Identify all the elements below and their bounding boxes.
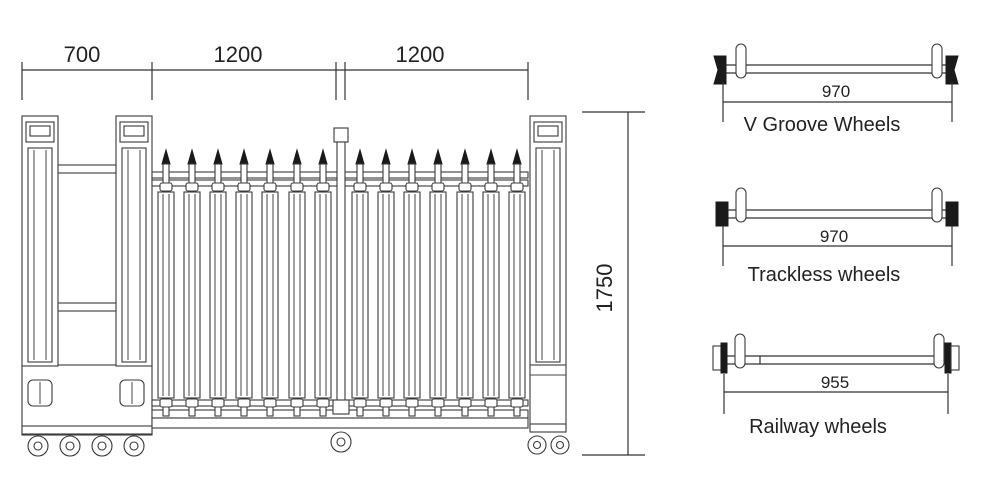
gate-picket <box>183 148 201 417</box>
gate-picket <box>235 148 253 417</box>
gate-picket <box>429 148 447 417</box>
gate-picket <box>351 148 369 417</box>
v-groove-width: 970 <box>822 82 850 101</box>
railway-wheels-diagram <box>712 333 960 414</box>
gate-picket <box>456 148 474 417</box>
dim-height: 1750 <box>592 264 617 313</box>
gate-picket <box>508 148 526 417</box>
dim-mid-width: 1200 <box>214 42 263 67</box>
left-frame-wheels <box>27 435 145 457</box>
gate-picket <box>288 148 306 417</box>
height-dimension-line <box>582 111 645 456</box>
dim-right-width: 1200 <box>396 42 445 67</box>
right-end-post <box>527 115 570 455</box>
gate-picket <box>157 148 175 417</box>
gate-pickets <box>157 148 526 417</box>
gate-picket <box>403 148 421 417</box>
trackless-wheels-label: Trackless wheels <box>748 264 901 286</box>
v-groove-wheels-label: V Groove Wheels <box>744 114 901 136</box>
gate-picket <box>482 148 500 417</box>
center-pole <box>330 127 352 453</box>
gate-picket <box>209 148 227 417</box>
top-dimension-lines <box>21 62 529 100</box>
v-groove-wheels-diagram <box>713 43 959 122</box>
dim-left-width: 700 <box>64 42 101 67</box>
gate-picket <box>261 148 279 417</box>
gate-picket <box>377 148 395 417</box>
left-frame-section <box>21 115 153 436</box>
railway-wheels-label: Railway wheels <box>749 416 887 438</box>
trackless-wheels-diagram <box>715 187 959 266</box>
gate-picket <box>314 148 332 417</box>
railway-width: 955 <box>821 373 849 392</box>
trackless-width: 970 <box>820 227 848 246</box>
